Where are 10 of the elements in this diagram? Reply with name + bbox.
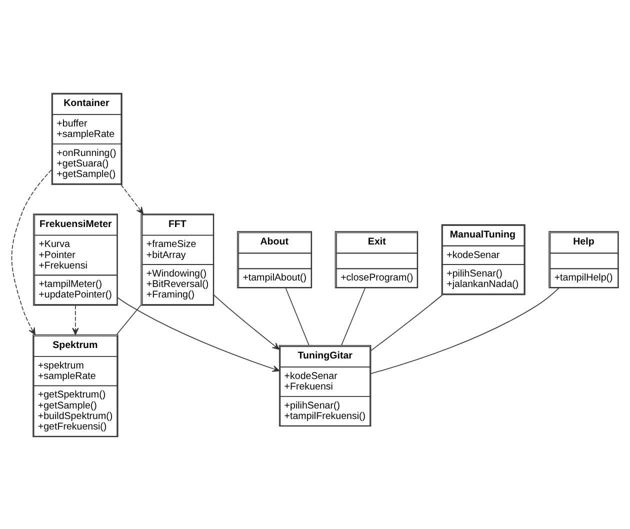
- connector: [285, 287, 310, 346]
- connector: [370, 287, 560, 374]
- arrow: [11, 169, 52, 334]
- connector: [370, 294, 443, 351]
- connector: [116, 304, 142, 334]
- arrow: [117, 296, 280, 372]
- arrow: [72, 304, 79, 334]
- connector: [341, 287, 366, 346]
- arrow: [120, 184, 144, 214]
- arrow: [214, 294, 280, 350]
